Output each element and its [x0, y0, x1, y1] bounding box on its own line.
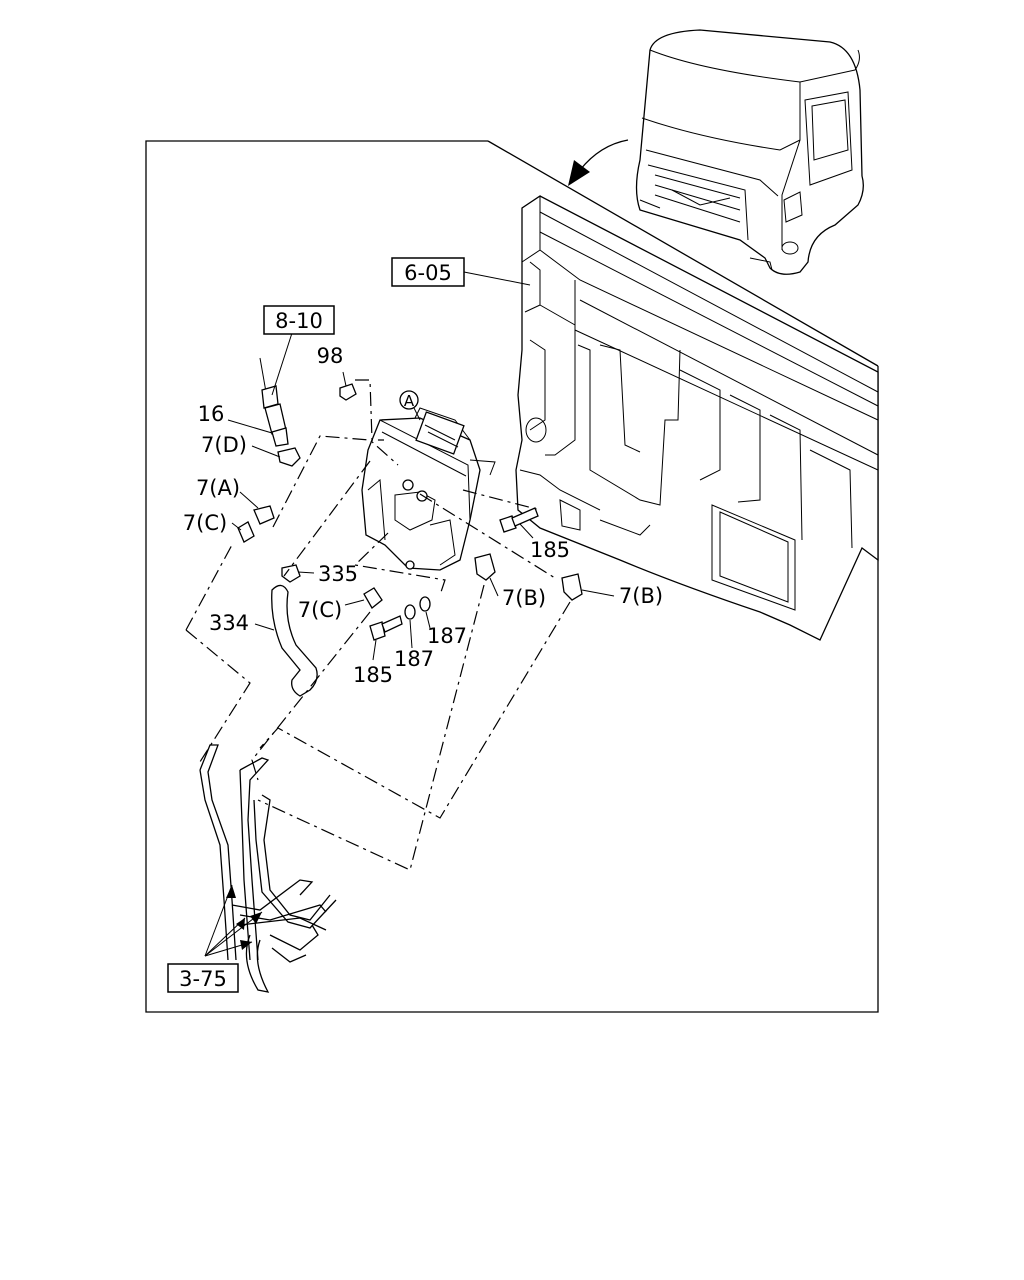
detail-marker-label: A [404, 392, 415, 410]
fitting-7b-right [561, 573, 583, 601]
hose-334 [271, 584, 318, 697]
callout-187-mid: 187 [394, 647, 434, 671]
callout-leaders [204, 271, 615, 957]
fitting-7c-left [237, 521, 255, 543]
frame-diagonal [487, 140, 879, 367]
diagram-frame [145, 140, 879, 1013]
callout-7d: 7(D) [201, 433, 247, 457]
nut-98 [339, 383, 357, 401]
callout-7c-left: 7(C) [183, 511, 227, 535]
curved-arrow-icon [579, 139, 629, 171]
callout-185-right: 185 [530, 538, 570, 562]
callout-98: 98 [317, 344, 344, 368]
leader-lines [185, 379, 571, 871]
truck-cab-icon [635, 29, 864, 275]
callout-7b-mid: 7(B) [502, 586, 546, 610]
brake-lines-bundle [199, 744, 337, 993]
callout-334: 334 [209, 611, 249, 635]
fitting-7a [253, 505, 275, 525]
ref-label-lines[interactable]: 3-75 [179, 967, 227, 991]
callout-187-right: 187 [427, 624, 467, 648]
detail-marker-circle [399, 390, 419, 410]
callout-16: 16 [198, 402, 225, 426]
ref-label-harness[interactable]: 8-10 [275, 309, 323, 333]
fitting-7b-mid [474, 553, 496, 581]
callout-185-bottom: 185 [353, 663, 393, 687]
bolt-185-bottom [369, 615, 403, 641]
pressure-switch-16 [259, 357, 289, 447]
valve-assembly [361, 407, 496, 571]
clip-335 [281, 564, 301, 583]
ref-box-harness [263, 305, 335, 335]
callout-7c-mid: 7(C) [298, 598, 342, 622]
bolt-185-right [499, 507, 539, 533]
ref-box-frame-top [391, 257, 465, 287]
callout-7a: 7(A) [196, 476, 240, 500]
fitting-7d [277, 447, 301, 467]
cab-frame-panel [515, 195, 879, 641]
callout-335: 335 [318, 562, 358, 586]
washer-187-mid [404, 604, 416, 620]
ref-label-frame-top[interactable]: 6-05 [404, 261, 452, 285]
callout-7b-right: 7(B) [619, 584, 663, 608]
fitting-7c-mid [363, 587, 383, 609]
washer-187-right [419, 596, 431, 612]
ref-box-lines [167, 963, 239, 993]
